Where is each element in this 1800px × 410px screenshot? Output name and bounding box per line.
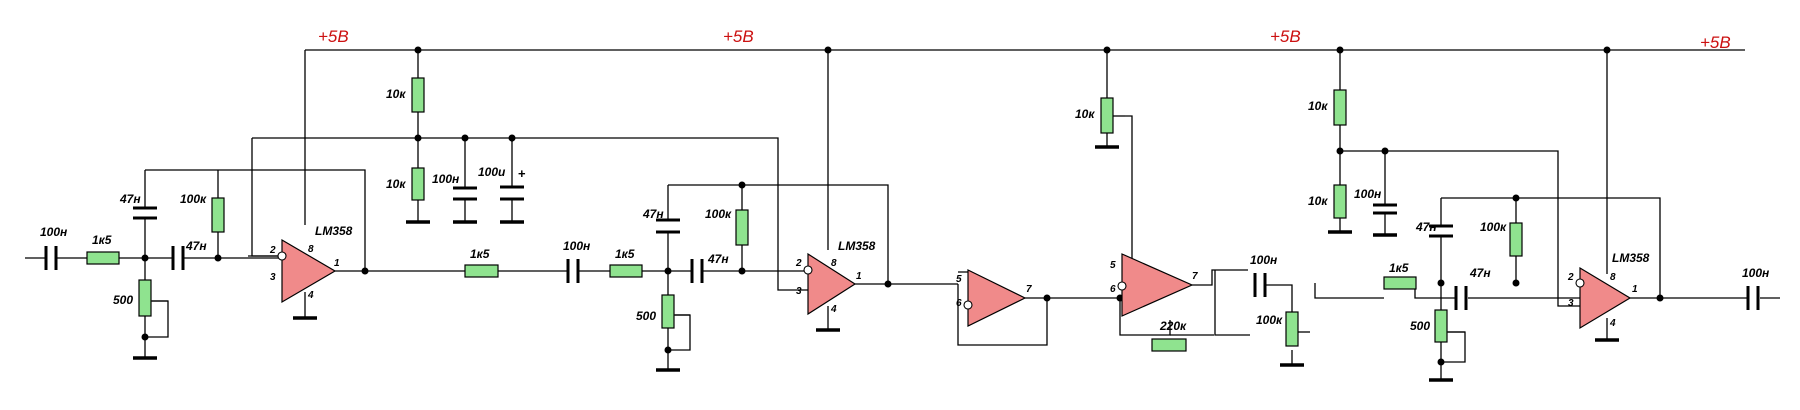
label-r-pot-vol: 100к [1256,313,1283,327]
resistor-fb4 [1151,338,1187,352]
label-c-top5: 47н [1415,220,1437,234]
label-c-mid1: 100н [563,239,591,253]
label-r-fb5: 100к [1480,220,1507,234]
pin-numbers: 2 3 8 1 4 2 3 8 1 4 5 6 7 5 6 7 2 3 8 1 … [269,244,1638,329]
label-c-dec2: 100н [1354,187,1382,201]
svg-text:5: 5 [956,274,962,285]
label-c-top2: 47н [642,207,664,221]
label-r-in5: 1к5 [1389,261,1409,275]
svg-text:3: 3 [1568,298,1574,309]
svg-text:8: 8 [308,244,314,255]
resistor-r-fb1 [211,197,225,233]
power-label: +5В [723,27,754,46]
label-r-div1a: 10к [386,87,406,101]
label-c-out: 100н [1742,266,1770,280]
resistor-div1a [411,77,425,113]
label-r-fb4: 220к [1159,319,1187,333]
label-opamp5: LM358 [1612,251,1650,265]
resistors [86,77,1523,352]
label-r-pot1: 500 [113,293,133,307]
svg-text:2: 2 [795,258,802,269]
opamp-5 [1575,266,1632,330]
svg-text:2: 2 [1567,272,1574,283]
label-c-bulk: 100u [478,165,506,179]
power-label: +5В [1270,27,1301,46]
label-r-div1b: 10к [386,177,406,191]
wires [25,49,1780,365]
label-r-fb1: 100к [180,192,207,206]
svg-text:4: 4 [307,290,314,301]
opamp-2 [803,252,857,316]
svg-text:1: 1 [1632,284,1638,295]
label-r-pot2: 500 [636,309,656,323]
label-r-mid1: 1к5 [470,247,490,261]
power-label: +5В [1700,33,1731,52]
label-c-in: 100н [40,225,68,239]
opamp-3-buffer [963,269,1027,327]
resistor-pot5 [1434,309,1448,343]
label-c-top1: 47н [119,192,141,206]
svg-text:5: 5 [1110,260,1116,271]
capacitors [44,185,1760,310]
pot-wipers [151,115,1465,333]
label-r-in: 1к5 [92,233,112,247]
svg-text:6: 6 [956,298,962,309]
junction-dots [141,46,1664,366]
svg-text:6: 6 [1110,284,1116,295]
resistor-bias3 [1100,97,1114,134]
label-r-in2: 1к5 [615,247,635,261]
svg-text:3: 3 [270,272,276,283]
resistor-r-mid1 [464,264,499,278]
svg-text:8: 8 [1610,272,1616,283]
label-c-ser2: 47н [707,252,729,266]
label-c-dec: 100н [432,172,460,186]
label-c-couple: 100н [1250,253,1278,267]
opamp-1 [277,238,337,304]
label-r-div2a: 10к [1308,99,1328,113]
svg-text:3: 3 [796,286,802,297]
power-labels: +5В +5В +5В +5В [318,27,1731,52]
label-r-fb2: 100к [705,207,732,221]
resistor-pot2 [661,294,675,329]
opamp-4 [1117,253,1194,317]
svg-text:2: 2 [269,245,276,256]
resistor-div2b [1333,184,1347,219]
label-c-ser1: 47н [185,239,207,253]
power-label: +5В [318,27,349,46]
polarity-mark: + [518,166,526,181]
label-r-bias3: 10к [1075,107,1095,121]
resistor-div2a [1333,89,1347,126]
svg-text:1: 1 [334,258,340,269]
component-labels: 100н 1к5 47н 47н 100к 500 LM358 10к 10к … [40,87,1770,333]
resistor-r-in [86,251,120,265]
svg-text:1: 1 [856,271,862,282]
svg-text:7: 7 [1192,271,1198,282]
svg-text:4: 4 [830,304,837,315]
label-opamp1: LM358 [315,224,353,238]
label-c-ser5: 47н [1469,266,1491,280]
resistor-pot-vol [1285,311,1299,347]
svg-text:8: 8 [831,258,837,269]
resistor-r-fb2 [735,209,749,246]
svg-text:4: 4 [1609,318,1616,329]
resistor-div1b [411,167,425,201]
resistor-pot1 [138,279,152,317]
resistor-r-fb5 [1509,222,1523,257]
svg-text:7: 7 [1026,284,1032,295]
resistor-r-in5 [1383,276,1417,290]
ground-symbols [133,145,1619,382]
label-r-div2b: 10к [1308,194,1328,208]
label-r-pot5: 500 [1410,319,1430,333]
label-opamp2: LM358 [838,239,876,253]
resistor-r-in2 [609,264,643,278]
